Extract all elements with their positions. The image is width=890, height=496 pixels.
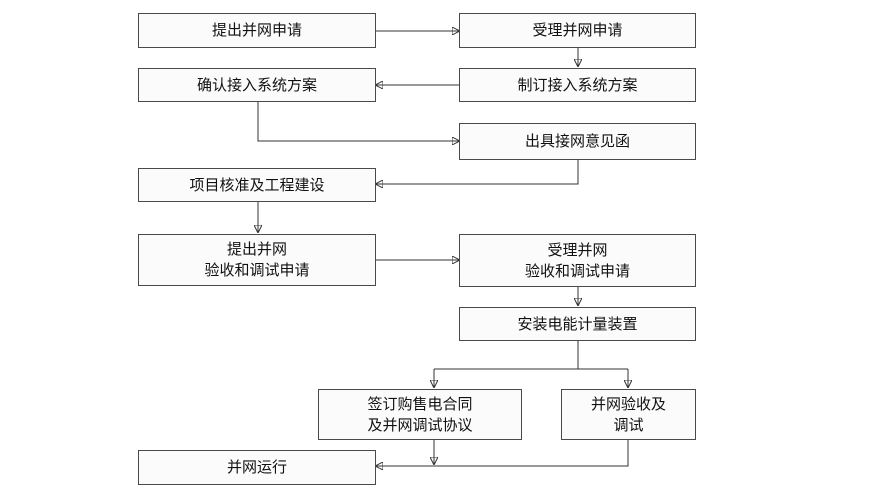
node-accept-grid-request: 受理并网申请 (459, 13, 696, 48)
node-label: 制订接入系统方案 (517, 75, 638, 94)
node-submit-grid-request: 提出并网申请 (138, 13, 376, 48)
node-label-line-2: 及并网调试协议 (367, 415, 473, 434)
node-label-line-1: 提出并网 (226, 240, 287, 258)
node-label: 并网运行 (226, 458, 287, 476)
node-label-line-2: 调试 (613, 415, 644, 434)
node-label-line-1: 签订购售电合同 (367, 394, 473, 413)
node-submit-acceptance-request: 提出并网 验收和调试申请 (138, 234, 376, 286)
arrow-grid-acceptance-to-operation (376, 440, 629, 466)
node-install-meter: 安装电能计量装置 (459, 307, 696, 341)
node-grid-acceptance: 并网验收及 调试 (561, 389, 696, 440)
node-label-line-1: 并网验收及 (590, 394, 666, 413)
node-label: 出具接网意见函 (524, 132, 630, 150)
node-label: 项目核准及工程建设 (189, 175, 325, 194)
node-label: 受理并网申请 (532, 21, 623, 39)
node-make-access-plan: 制订接入系统方案 (459, 68, 696, 102)
arrow-meter-split (434, 341, 628, 370)
arrow-confirm-to-opinion (257, 102, 459, 141)
node-label: 确认接入系统方案 (196, 75, 317, 94)
node-label: 提出并网申请 (211, 21, 302, 39)
node-confirm-access-plan: 确认接入系统方案 (138, 68, 376, 102)
node-grid-operation: 并网运行 (138, 450, 376, 485)
node-label-line-2: 验收和调试申请 (524, 261, 630, 280)
node-project-approval: 项目核准及工程建设 (138, 168, 376, 202)
node-accept-acceptance-request: 受理并网 验收和调试申请 (459, 234, 696, 287)
node-label: 安装电能计量装置 (517, 314, 638, 333)
node-sign-contract: 签订购售电合同 及并网调试协议 (318, 389, 522, 440)
arrow-opinion-to-approval (376, 160, 579, 184)
node-opinion-letter: 出具接网意见函 (459, 123, 696, 160)
node-label-line-2: 验收和调试申请 (204, 261, 310, 279)
node-label-line-1: 受理并网 (547, 240, 608, 259)
